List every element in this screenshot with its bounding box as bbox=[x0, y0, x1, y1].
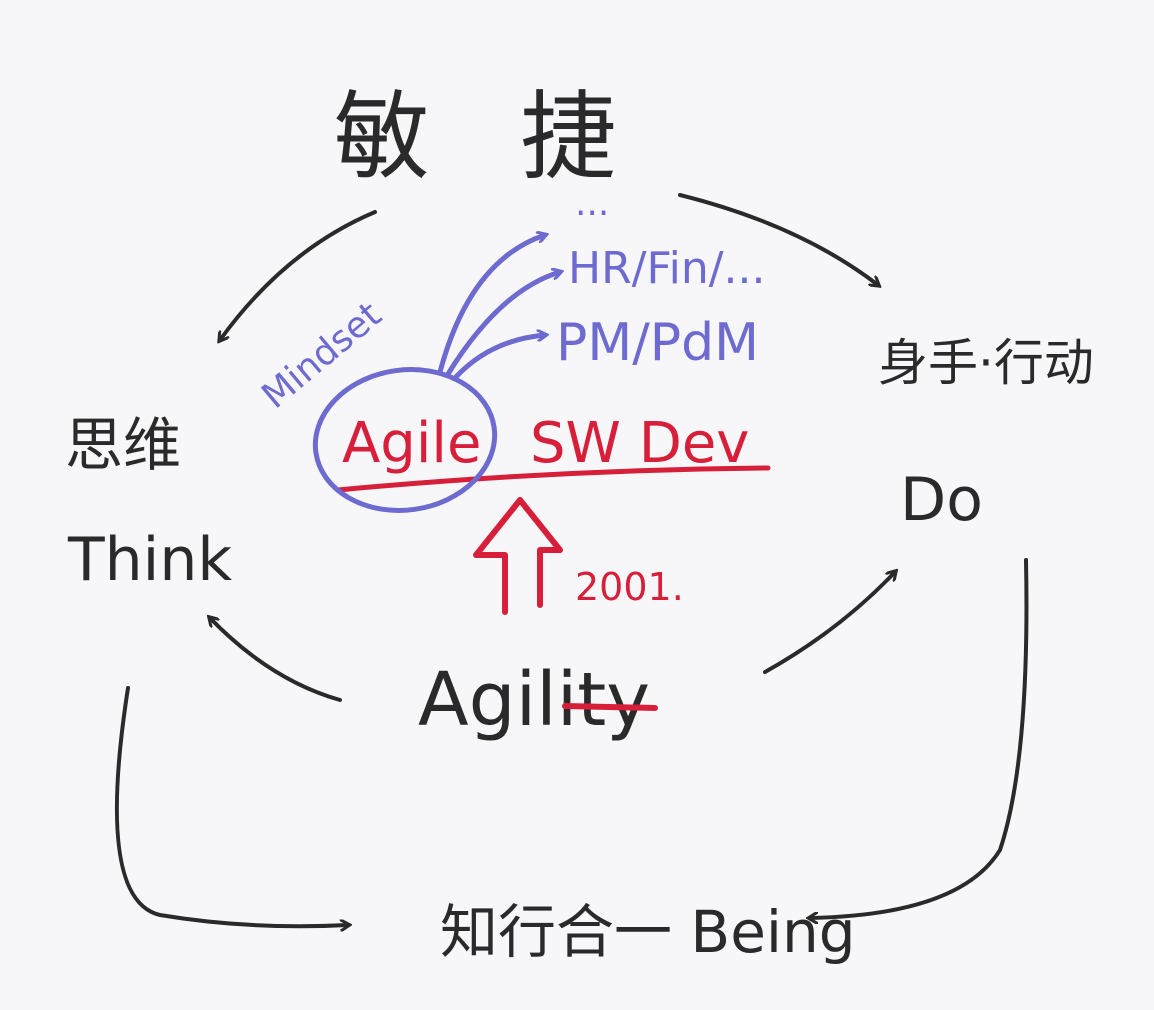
year-up-arrow bbox=[473, 497, 563, 615]
sw-dev-label: SW Dev bbox=[530, 411, 749, 476]
branch-ellipsis-label: ... bbox=[575, 183, 609, 224]
do-cn-label: 身手·行动 bbox=[878, 334, 1094, 392]
agile-sw-dev-underline bbox=[335, 465, 771, 493]
agility-underline bbox=[562, 703, 658, 711]
think-cn-label: 思维 bbox=[65, 411, 181, 479]
do-en-label: Do bbox=[900, 465, 983, 535]
arrow-do-to-being bbox=[810, 558, 1029, 918]
agile-label: Agile bbox=[342, 411, 481, 476]
think-en-label: Think bbox=[67, 525, 232, 595]
arrow-title-to-think bbox=[220, 210, 377, 340]
title: 敏 捷 bbox=[334, 81, 647, 193]
branch-pm-pdm-label: PM/PdM bbox=[556, 313, 759, 373]
year-label: 2001. bbox=[575, 565, 684, 609]
agility-label: Agility bbox=[418, 657, 650, 743]
branch-arrow-ellipsis bbox=[437, 235, 545, 375]
agile-circle bbox=[312, 367, 498, 513]
arrow-title-to-do bbox=[678, 193, 878, 285]
branch-arrow-hr-fin bbox=[445, 272, 560, 377]
being-label: 知行合一 Being bbox=[440, 898, 856, 966]
branch-arrow-pm-pdm bbox=[452, 335, 545, 381]
branch-hr-fin-label: HR/Fin/... bbox=[568, 243, 765, 294]
arrow-agility-to-do bbox=[763, 572, 895, 674]
arrow-agility-to-think bbox=[210, 618, 342, 702]
mindset-label: Mindset bbox=[254, 294, 389, 417]
arrow-think-to-being bbox=[114, 686, 348, 926]
